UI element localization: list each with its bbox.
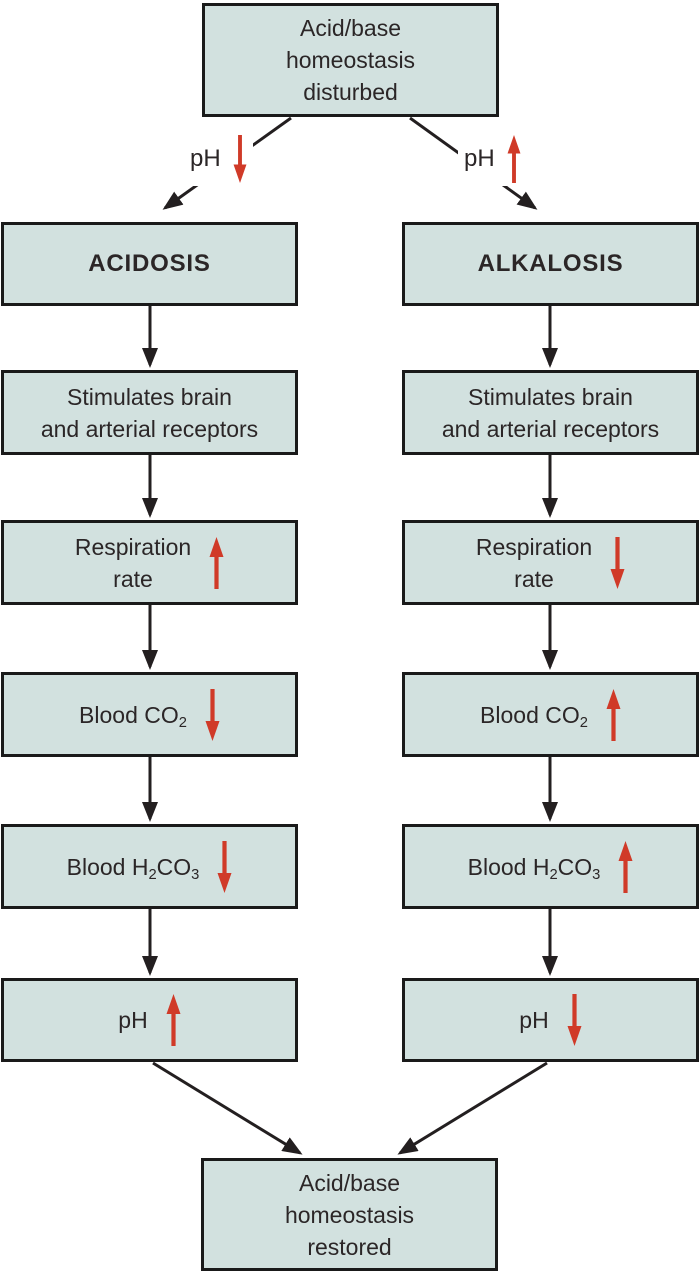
connector-right-to-restored [397, 1061, 548, 1155]
connector-left-to-restored [152, 1061, 303, 1155]
right-ph-box: pH [402, 978, 699, 1062]
ph-label: pH [190, 145, 221, 172]
h2co3-text: Blood H [467, 853, 550, 880]
bottom-box: Acid/base homeostasis restored [201, 1158, 498, 1271]
down-arrow-icon [567, 994, 582, 1046]
h2co3-subscript: 2 [148, 866, 157, 883]
alkalosis-label: ALKALOSIS [477, 250, 624, 277]
right-receptors-label: Stimulates brain and arterial receptors [441, 383, 660, 442]
left-blood-co2-box: Blood CO2 [1, 672, 298, 757]
down-arrow-icon [610, 536, 625, 589]
left-blood-h2co3-label: Blood H2CO3 [67, 851, 200, 883]
ph-label: pH [464, 145, 495, 172]
bottom-box-label: Acid/base homeostasis restored [284, 1169, 415, 1260]
h2co3-subscript: 3 [592, 866, 601, 883]
right-blood-co2-box: Blood CO2 [402, 672, 699, 757]
right-blood-co2-label: Blood CO2 [480, 699, 588, 731]
up-arrow-icon [166, 994, 181, 1046]
co2-subscript: 2 [579, 714, 588, 731]
right-respiration-label: Respiration rate [475, 533, 593, 592]
right-blood-h2co3-label: Blood H2CO3 [468, 851, 601, 883]
branch-label-ph-down: pH [184, 132, 253, 186]
co2-text: Blood CO [480, 701, 580, 728]
up-arrow-icon [209, 536, 224, 589]
up-arrow-icon [618, 840, 633, 893]
top-box-label: Acid/base homeostasis disturbed [285, 15, 416, 105]
down-arrow-icon [205, 688, 220, 741]
alkalosis-box: ALKALOSIS [402, 222, 699, 306]
top-box: Acid/base homeostasis disturbed [202, 3, 499, 117]
down-arrow-icon [233, 135, 247, 183]
right-receptors-box: Stimulates brain and arterial receptors [402, 370, 699, 455]
left-respiration-box: Respiration rate [1, 520, 298, 605]
acidosis-label: ACIDOSIS [88, 250, 211, 277]
co2-subscript: 2 [178, 714, 187, 731]
h2co3-subscript: 2 [549, 866, 558, 883]
h2co3-text: CO [557, 853, 593, 880]
right-ph-label: pH [519, 1007, 549, 1033]
left-ph-box: pH [1, 978, 298, 1062]
h2co3-subscript: 3 [191, 866, 200, 883]
h2co3-text: CO [156, 853, 192, 880]
up-arrow-icon [606, 688, 621, 741]
h2co3-text: Blood H [66, 853, 149, 880]
left-receptors-box: Stimulates brain and arterial receptors [1, 370, 298, 455]
left-ph-label: pH [118, 1007, 148, 1033]
left-respiration-label: Respiration rate [74, 533, 192, 592]
left-blood-h2co3-box: Blood H2CO3 [1, 824, 298, 909]
right-blood-h2co3-box: Blood H2CO3 [402, 824, 699, 909]
co2-text: Blood CO [79, 701, 179, 728]
acidosis-box: ACIDOSIS [1, 222, 298, 306]
right-respiration-box: Respiration rate [402, 520, 699, 605]
down-arrow-icon [217, 840, 232, 893]
left-receptors-label: Stimulates brain and arterial receptors [40, 383, 259, 442]
branch-label-ph-up: pH [458, 132, 527, 186]
left-blood-co2-label: Blood CO2 [79, 699, 187, 731]
up-arrow-icon [507, 135, 521, 183]
